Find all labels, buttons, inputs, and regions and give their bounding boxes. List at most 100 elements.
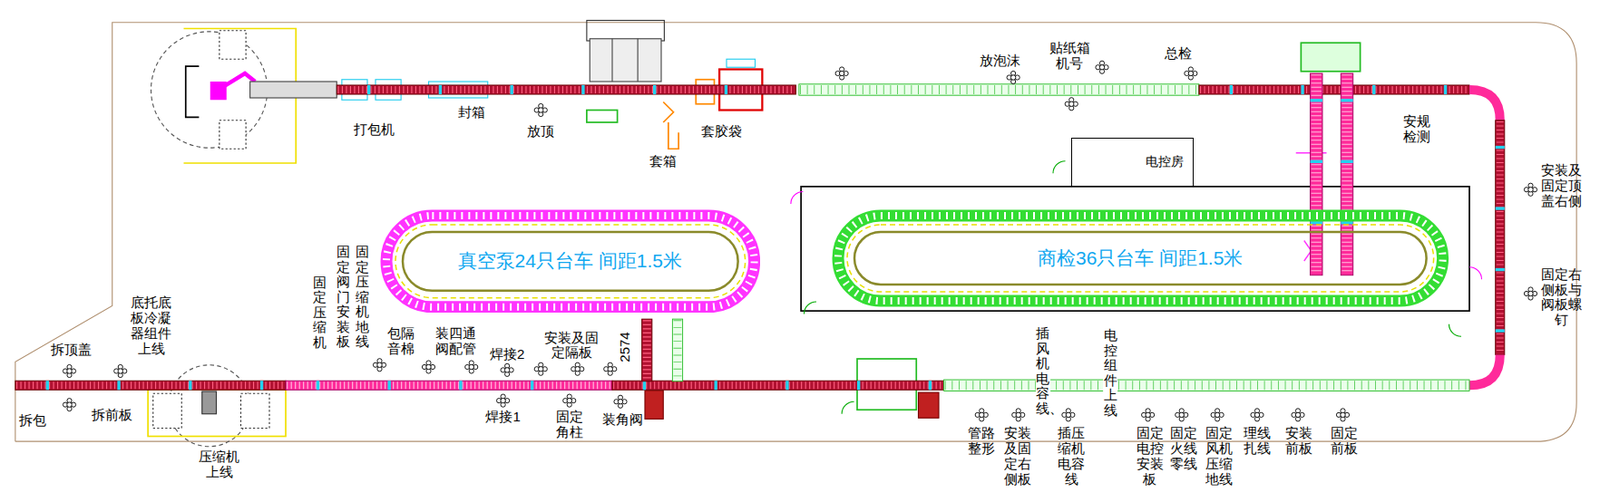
operator-symbol [835,67,849,80]
operator-symbol [1184,67,1198,80]
loop-rail [847,224,1435,293]
operator-head [468,364,474,370]
station-label: 电控组件上线 [1102,328,1118,419]
station-label: 固定风机压缩地线 [1205,426,1234,488]
operator-head [538,367,544,372]
conveyor-bed [1340,73,1354,276]
conveyor-layer [15,60,1538,422]
conveyor-rollers [286,381,612,390]
conveyor-bed [1199,85,1470,95]
conveyor-marker [1300,85,1304,95]
conveyor-marker [260,380,264,391]
station-label: 插风机电容线、 [1035,326,1051,417]
station-label: 套箱 [649,154,677,170]
operator-symbol [571,362,585,376]
station-label: 放泡沫 [979,53,1021,69]
conveyor-marker [1495,329,1505,332]
station-label: 拆前板 [91,408,133,424]
pallet [241,393,271,429]
door-arc [1053,161,1066,175]
conveyor-bed [642,319,653,382]
station-label: 拆包 [19,413,47,430]
conveyor-marker [724,85,728,95]
conveyor-curve [1469,355,1501,387]
conveyor-marker [316,380,320,391]
operator-symbol [1062,409,1075,422]
operator-symbol [1250,409,1264,422]
conveyor-marker [1443,85,1447,95]
door-arc [1469,267,1483,281]
operator-head [1254,412,1259,418]
operator-head [1145,412,1151,418]
station-label: 包隔音棉 [387,326,416,358]
conveyor-marker [388,380,391,391]
loop-rungs [386,215,755,308]
conveyor-marker [714,380,718,391]
operator-symbol [1064,97,1078,111]
outfeed-platform [250,81,338,98]
conveyor-bed [672,319,683,382]
operator-head [1065,412,1071,418]
operator-symbol [975,409,988,422]
robot-base [202,391,217,415]
conveyor-segment [642,319,653,382]
operator-symbol [1141,409,1155,422]
station-label: 装角阀 [602,412,644,429]
door-arc [804,302,818,315]
operator-head [575,367,580,372]
machine-frame [586,20,665,42]
operator-head [538,107,544,113]
operator-head [1295,412,1300,418]
station-label: 插压缩机电容线 [1057,426,1086,488]
static-layer [15,20,1577,448]
conveyor-bed [799,84,1200,96]
operator-symbol [62,399,76,412]
operator-symbol [534,103,547,117]
station-label: 理线扎线 [1243,426,1272,458]
conveyor-segment [1199,85,1470,95]
operator-head [1188,70,1193,76]
pallet [219,120,246,150]
conveyor-segment [336,85,796,95]
operator-symbol [1095,60,1109,74]
conveyor-segment [799,84,1200,96]
conveyor-marker [581,85,585,95]
conveyor-bed [336,85,796,95]
operator-head [67,369,72,374]
conveyor-marker [1495,206,1505,210]
operator-symbol [1523,183,1537,196]
loop-caption: 真空泵24只台车 间距1.5米 [458,248,683,274]
room-box: 电控房 [1071,137,1194,187]
operator-symbol [372,359,386,372]
conveyor-marker [653,85,656,95]
door-arc [1449,324,1463,338]
conveyor-marker [1495,268,1505,272]
transfer-station [1300,42,1360,72]
loop-rail [395,224,746,299]
operator-head [607,367,613,372]
pallet [644,390,664,420]
conveyor-marker [1310,98,1324,102]
conveyor-marker [1340,98,1354,102]
station-label: 安规检测 [1402,114,1431,146]
operator-symbol [421,360,435,374]
operator-head [1214,412,1220,418]
operator-head [1010,75,1015,80]
operator-symbol [114,364,127,378]
operator-symbol [497,394,510,408]
trolley-loop: 真空泵24只台车 间距1.5米 [380,209,761,314]
door-arc [790,192,804,205]
operator-symbol [1175,409,1189,422]
pallet [918,392,940,419]
conveyor-bed [285,380,613,391]
operator-symbol [62,364,76,378]
station-label: 固定阀门安装板 [335,244,351,351]
conveyor-rollers [1496,121,1504,355]
carton-machine [589,39,662,82]
conveyor-marker [458,380,462,391]
conveyor-bed [1310,73,1324,276]
station-label: 安装及固定隔板 [544,331,600,362]
operator-symbol [1336,409,1349,422]
operator-head [1528,187,1533,193]
